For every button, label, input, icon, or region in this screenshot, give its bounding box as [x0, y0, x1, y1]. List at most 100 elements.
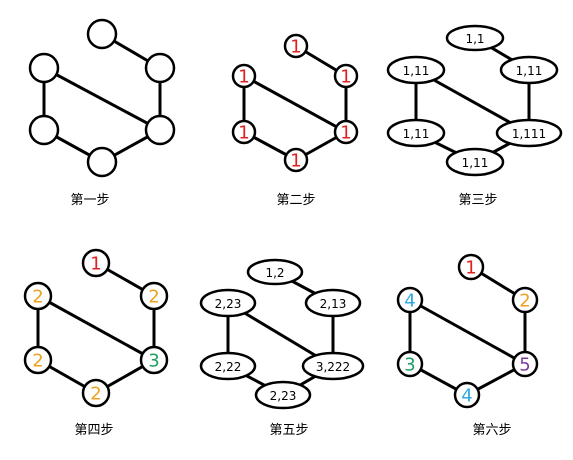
step-caption: 第六步 [472, 423, 511, 438]
node-label: 1 [238, 67, 249, 88]
node-label: 2,23 [215, 297, 242, 311]
node-circle [396, 350, 424, 378]
node-label: 1,11 [403, 64, 430, 78]
node-label: 1 [340, 123, 351, 144]
graph-node: 1 [283, 33, 309, 59]
node-ellipse [304, 288, 362, 318]
node-ellipse [254, 380, 312, 410]
node-circle [139, 345, 169, 375]
graph-node: 2,13 [304, 288, 362, 318]
node-circle [231, 63, 257, 89]
node-label: 1,2 [265, 266, 284, 280]
graph-edge [37, 294, 155, 362]
node-circle [28, 114, 60, 146]
graph-node: 2 [23, 345, 53, 375]
graph-node: 2 [23, 281, 53, 311]
node-label: 1,1 [465, 32, 484, 46]
node-label: 1,111 [512, 127, 546, 141]
graph-node: 1 [231, 63, 257, 89]
node-label: 2 [32, 351, 43, 372]
graph-node: 1 [457, 253, 485, 281]
graph-node: 3,222 [301, 351, 365, 381]
graph-node: 1,11 [386, 55, 446, 85]
node-circle [23, 345, 53, 375]
graph-node: 1 [333, 119, 359, 145]
node-circle [333, 119, 359, 145]
node-ellipse [386, 118, 446, 148]
node-ellipse [246, 258, 304, 286]
node-circle [144, 114, 176, 146]
node-circle [28, 52, 60, 84]
node-circle [511, 286, 539, 314]
node-label: 5 [519, 355, 530, 376]
node-label: 3,222 [316, 360, 350, 374]
panel-step-6: 1 4 2 3 5 4 第六步 [396, 253, 539, 438]
step-caption: 第四步 [74, 423, 113, 438]
node-circle [396, 286, 424, 314]
graph-node: 4 [396, 286, 424, 314]
step-caption: 第五步 [269, 423, 308, 438]
node-circle [333, 63, 359, 89]
graph-node: 1 [81, 248, 111, 278]
graph-node: 2,23 [254, 380, 312, 410]
node-label: 1 [90, 254, 101, 275]
node-label: 2 [519, 291, 530, 312]
graph-node: 1,111 [495, 118, 563, 148]
node-ellipse [386, 55, 446, 85]
graph-node: 2 [511, 286, 539, 314]
graph-node [144, 52, 176, 84]
graph-node: 1 [283, 147, 309, 173]
panel-step-1: 第一步 [28, 18, 176, 208]
node-circle [86, 18, 118, 50]
node-ellipse [445, 24, 505, 52]
node-ellipse [499, 55, 559, 85]
node-label: 2 [148, 287, 159, 308]
graph-edge [409, 298, 526, 366]
node-circle [231, 119, 257, 145]
graph-node: 1,11 [386, 118, 446, 148]
step-caption: 第一步 [70, 193, 109, 208]
node-label: 1,11 [516, 64, 543, 78]
panel-step-5: 1,2 2,23 2,13 2,22 3,222 2,23 第五步 [199, 258, 365, 438]
node-label: 1 [465, 258, 476, 279]
step-caption: 第三步 [458, 193, 497, 208]
node-label: 3 [404, 355, 415, 376]
panel-step-4: 1 2 2 2 3 2 第四步 [23, 248, 169, 438]
node-circle [23, 281, 53, 311]
node-circle [453, 381, 481, 409]
node-label: 1 [238, 123, 249, 144]
node-ellipse [199, 288, 257, 318]
node-label: 1,11 [403, 127, 430, 141]
node-label: 2 [90, 384, 101, 405]
node-label: 4 [461, 386, 472, 407]
graph-node: 1 [333, 63, 359, 89]
node-circle [81, 378, 111, 408]
graph-node [86, 18, 118, 50]
graph-node: 3 [139, 345, 169, 375]
graph-node: 1,2 [246, 258, 304, 286]
graph-node: 1,11 [499, 55, 559, 85]
node-circle [144, 52, 176, 84]
step-caption: 第二步 [276, 193, 315, 208]
node-circle [457, 253, 485, 281]
graph-node [28, 52, 60, 84]
graph-node [86, 146, 118, 178]
graph-node: 2 [81, 378, 111, 408]
node-circle [86, 146, 118, 178]
graph-node: 2,23 [199, 288, 257, 318]
node-label: 3 [148, 351, 159, 372]
node-ellipse [445, 147, 505, 177]
graph-node [144, 114, 176, 146]
node-label: 4 [404, 291, 415, 312]
node-label: 2 [32, 287, 43, 308]
node-label: 2,23 [270, 389, 297, 403]
node-circle [283, 33, 309, 59]
graph-node [28, 114, 60, 146]
graph-edge [243, 74, 347, 134]
graph-edge [43, 66, 161, 132]
node-ellipse [199, 351, 257, 381]
graph-node: 2,22 [199, 351, 257, 381]
